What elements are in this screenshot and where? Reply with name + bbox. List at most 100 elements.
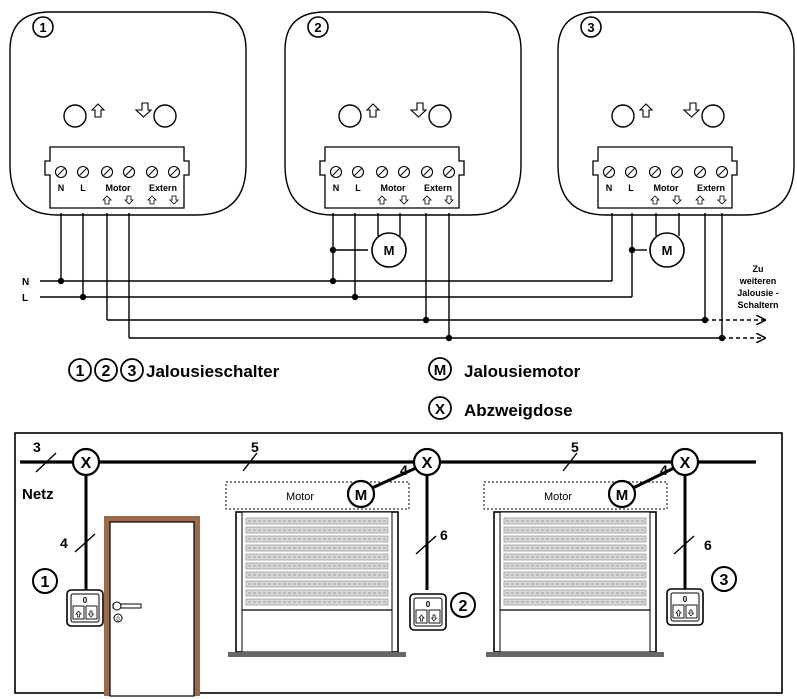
terminal-block [44, 146, 190, 209]
up-button [611, 104, 635, 128]
svg-text:1: 1 [76, 363, 85, 380]
shutter-slat [503, 571, 647, 579]
shutter-slat [245, 526, 389, 534]
junction-box-1: X [71, 447, 101, 477]
shutter-slat [503, 526, 647, 534]
up-button [63, 104, 87, 128]
down-arrow-icon [430, 614, 438, 622]
legend-switch-label: Jalousieschalter [146, 362, 280, 381]
svg-text:Motor: Motor [654, 183, 679, 193]
svg-text:Motor: Motor [381, 183, 406, 193]
down-arrow-icon [134, 102, 153, 118]
down-arrow-icon [444, 195, 454, 205]
door-leaf [109, 521, 195, 697]
svg-text:3: 3 [720, 572, 729, 589]
module-number: 1 [39, 20, 46, 35]
svg-text:Extern: Extern [697, 183, 725, 193]
switch-key-label: 0 [426, 600, 431, 609]
motor-2-symbol: M [384, 243, 395, 258]
junction-box-3: X [670, 447, 700, 477]
down-arrow-icon [169, 195, 179, 205]
junction-box-2: X [412, 447, 442, 477]
svg-text:N: N [333, 183, 340, 193]
shutter-slat [503, 598, 647, 606]
up-arrow-icon [695, 195, 705, 205]
svg-text:X: X [81, 455, 92, 472]
svg-text:Extern: Extern [424, 183, 452, 193]
legend-motor-symbol: M [434, 362, 447, 379]
installation-switch-number-1: 1 [32, 568, 58, 594]
shutter-motor-2: M [607, 479, 637, 509]
terminal-block [319, 146, 465, 209]
svg-text:Jalousie -: Jalousie - [737, 288, 779, 298]
wall-switches: 0 0 0 [66, 588, 704, 631]
legend-switch-numbers: 1 2 3 [68, 358, 144, 382]
motor-3-symbol: M [662, 243, 673, 258]
shutter-2-slats [500, 517, 650, 611]
down-arrow-icon [672, 195, 682, 205]
cable-number-motor1: 4 [400, 462, 408, 478]
up-arrow-icon [102, 195, 112, 205]
n-wire-label: N [22, 277, 29, 288]
junction-dots [57, 246, 726, 342]
down-button [701, 104, 725, 128]
up-arrow-icon [377, 195, 387, 205]
installation-switch-number-3: 3 [711, 566, 737, 592]
svg-text:N: N [58, 183, 65, 193]
shutter-slat [245, 517, 389, 525]
netz-label: Netz [22, 486, 54, 503]
motor-box-1 [225, 481, 410, 510]
down-arrow-icon [87, 610, 95, 618]
down-arrow-icon [124, 195, 134, 205]
cable-number-motor2: 4 [660, 462, 668, 478]
svg-text:N: N [606, 183, 613, 193]
down-arrow-icon [399, 195, 409, 205]
svg-text:Motor: Motor [286, 491, 314, 503]
svg-text:X: X [680, 455, 691, 472]
shutter-slat [245, 571, 389, 579]
cable-number-mains: 3 [33, 439, 41, 455]
shutter-slat [245, 598, 389, 606]
up-button [338, 104, 362, 128]
up-arrow-icon [675, 609, 682, 617]
installation-switch-number-2: 2 [450, 592, 476, 618]
shutter-2: Motor [483, 481, 668, 657]
up-arrow-icon [365, 103, 381, 118]
shutter-slat [503, 562, 647, 570]
door-key-label: 0 [116, 617, 120, 623]
switch-key-label: 0 [683, 595, 688, 604]
shutter-2-floor [486, 652, 664, 657]
cable-number-bus-right: 5 [571, 439, 579, 455]
svg-text:M: M [355, 487, 368, 504]
l-wire-label: L [22, 293, 28, 304]
up-arrow-icon [75, 610, 82, 618]
legend-junction-label: Abzweigdose [464, 401, 573, 420]
up-arrow-icon [422, 195, 432, 205]
svg-text:2: 2 [102, 363, 111, 380]
svg-text:Motor: Motor [106, 183, 131, 193]
shutter-slat [245, 535, 389, 543]
wall-switch-2: 0 [409, 593, 447, 631]
shutter-slat [245, 553, 389, 561]
legend-motor-label: Jalousiemotor [464, 362, 581, 381]
motor-3: M [649, 232, 685, 268]
svg-text:L: L [628, 183, 634, 193]
cable-number-switch3: 6 [704, 537, 712, 553]
svg-text:X: X [422, 455, 433, 472]
shutter-slat [245, 580, 389, 588]
down-arrow-icon [717, 195, 727, 205]
legend: 1 2 3 Jalousieschalter M Jalousiemotor X… [68, 357, 581, 420]
up-arrow-icon [638, 103, 654, 118]
switch-key-label: 0 [83, 596, 88, 605]
down-arrow-icon [682, 102, 701, 118]
svg-text:1: 1 [41, 574, 50, 591]
up-arrow-icon [650, 195, 660, 205]
svg-text:L: L [80, 183, 86, 193]
cable-number-switch1: 4 [60, 535, 68, 551]
svg-text:3: 3 [128, 363, 137, 380]
shutter-motor-1: M [346, 479, 376, 509]
